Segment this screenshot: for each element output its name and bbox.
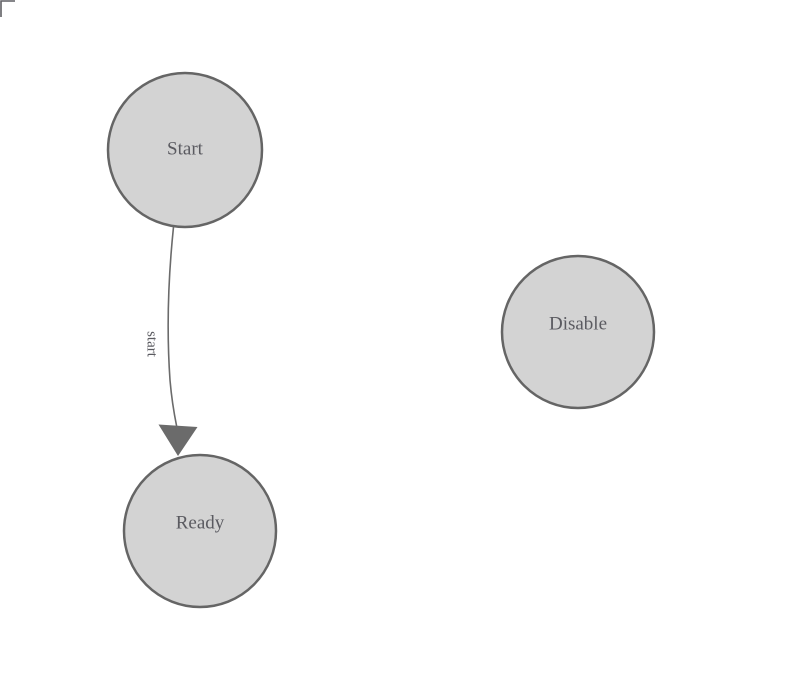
edge-start-to-ready[interactable]: start: [144, 226, 198, 456]
arrowhead-icon: [158, 424, 198, 456]
node-shape: [122, 453, 278, 609]
node-label: Start: [167, 138, 204, 159]
frame-corner-icon: [0, 0, 15, 17]
node-layer: Start Ready Disable: [106, 71, 656, 609]
node-ready[interactable]: Ready: [122, 453, 278, 609]
node-shape: [106, 71, 264, 229]
node-disable[interactable]: Disable: [500, 254, 656, 410]
node-label: Ready: [176, 512, 225, 533]
node-label: Disable: [549, 313, 607, 334]
node-shape: [500, 254, 656, 410]
edge-label-start: start: [144, 331, 160, 358]
edge-line: [167, 226, 178, 429]
edge-layer: start: [144, 226, 198, 456]
node-start[interactable]: Start: [106, 71, 264, 229]
